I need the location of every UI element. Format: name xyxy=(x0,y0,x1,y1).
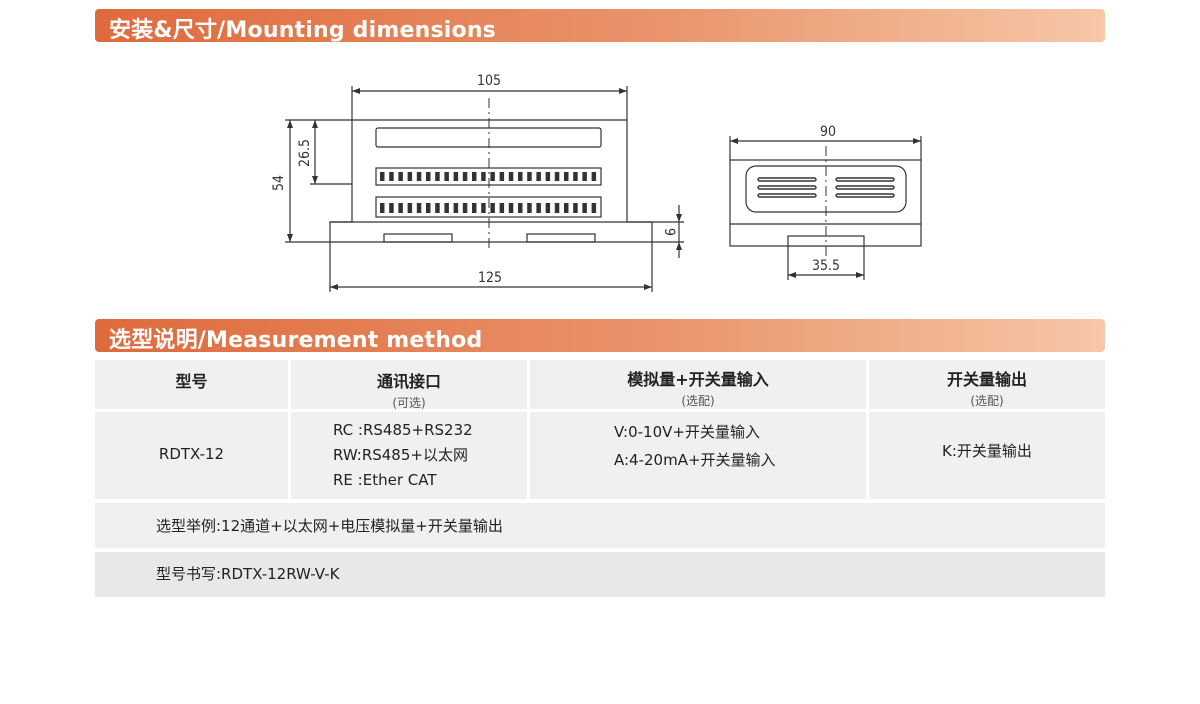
terminal-screw xyxy=(380,203,385,213)
terminal-screw xyxy=(481,172,486,181)
terminal-screw xyxy=(398,172,403,181)
terminal-screw xyxy=(472,172,477,181)
terminal-screw xyxy=(554,203,560,213)
dim-26-5: 26.5 xyxy=(297,139,313,167)
terminal-screw xyxy=(462,172,468,181)
terminal-screw xyxy=(490,172,495,181)
terminal-screw xyxy=(444,172,449,181)
rail-clip-left xyxy=(383,233,453,243)
header-output: 开关量输出 (选配) xyxy=(869,360,1105,409)
terminal-screw xyxy=(389,172,394,181)
dim-90: 90 xyxy=(820,124,836,140)
terminal-screw xyxy=(435,203,440,213)
selection-table: 型号 通讯接口 (可选) 模拟量+开关量输入 (选配) 开关量输出 (选配) R… xyxy=(95,360,1105,597)
terminal-screw xyxy=(398,203,403,213)
terminal-screw xyxy=(407,172,413,181)
terminal-screw xyxy=(490,203,495,213)
terminal-screw xyxy=(444,203,449,213)
terminal-screw xyxy=(591,203,597,213)
terminal-screw xyxy=(554,172,560,181)
dim-54: 54 xyxy=(271,175,287,191)
section-header-mounting: 安装&尺寸/Mounting dimensions xyxy=(95,9,1105,43)
terminal-screw xyxy=(499,203,505,213)
terminal-screw xyxy=(545,203,551,213)
terminal-screw xyxy=(380,172,385,181)
terminal-screw xyxy=(573,172,578,181)
terminal-screw xyxy=(453,203,459,213)
rail-clip-right xyxy=(526,233,596,243)
dim-9: 9 xyxy=(661,228,677,236)
header-comm: 通讯接口 (可选) xyxy=(291,360,527,410)
terminal-screw xyxy=(536,203,541,213)
cell-comm: RC :RS485+RS232 RW:RS485+以太网 RE :Ether C… xyxy=(291,412,527,499)
terminal-screw xyxy=(472,203,477,213)
dim-105: 105 xyxy=(477,73,501,89)
section-header-selection: 选型说明/Measurement method xyxy=(95,319,1105,353)
dim-35-5: 35.5 xyxy=(812,258,840,274)
cell-output: K:开关量输出 xyxy=(869,412,1105,499)
terminal-screw xyxy=(435,172,440,181)
terminal-row-bottom xyxy=(375,196,602,218)
terminal-screw xyxy=(508,203,514,213)
dim-125: 125 xyxy=(478,270,502,286)
cell-input: V:0-10V+开关量输入 A:4-20mA+开关量输入 xyxy=(530,412,866,499)
terminal-screw xyxy=(426,203,431,213)
terminal-screw xyxy=(545,172,551,181)
section-title: 选型说明/Measurement method xyxy=(109,328,483,353)
section-title: 安装&尺寸/Mounting dimensions xyxy=(109,18,496,43)
terminal-screw xyxy=(564,203,569,213)
terminal-screw xyxy=(582,172,587,181)
header-input: 模拟量+开关量输入 (选配) xyxy=(530,360,866,409)
terminal-screw xyxy=(573,203,578,213)
terminal-screw xyxy=(453,172,459,181)
terminal-screw xyxy=(582,203,587,213)
cell-model: RDTX-12 xyxy=(95,412,288,499)
terminal-screw xyxy=(564,172,569,181)
terminal-screw xyxy=(481,203,486,213)
terminal-screw xyxy=(499,172,505,181)
terminal-screw xyxy=(416,203,422,213)
terminal-screw xyxy=(426,172,431,181)
terminal-screw xyxy=(462,203,468,213)
terminal-screw xyxy=(536,172,541,181)
mounting-drawing: 105 125 54 26.5 9 90 35.5 xyxy=(271,73,922,292)
terminal-screw xyxy=(591,172,597,181)
terminal-screw xyxy=(527,172,532,181)
terminal-screw xyxy=(518,203,523,213)
terminal-screw xyxy=(508,172,514,181)
header-model: 型号 xyxy=(95,360,288,409)
terminal-screw xyxy=(527,203,532,213)
row-example: 选型举例:12通道+以太网+电压模拟量+开关量输出 xyxy=(95,503,1105,548)
terminal-screw xyxy=(389,203,394,213)
terminal-screw xyxy=(518,172,523,181)
row-model-code: 型号书写:RDTX-12RW-V-K xyxy=(95,552,1105,597)
terminal-screw xyxy=(416,172,422,181)
terminal-screw xyxy=(407,203,413,213)
